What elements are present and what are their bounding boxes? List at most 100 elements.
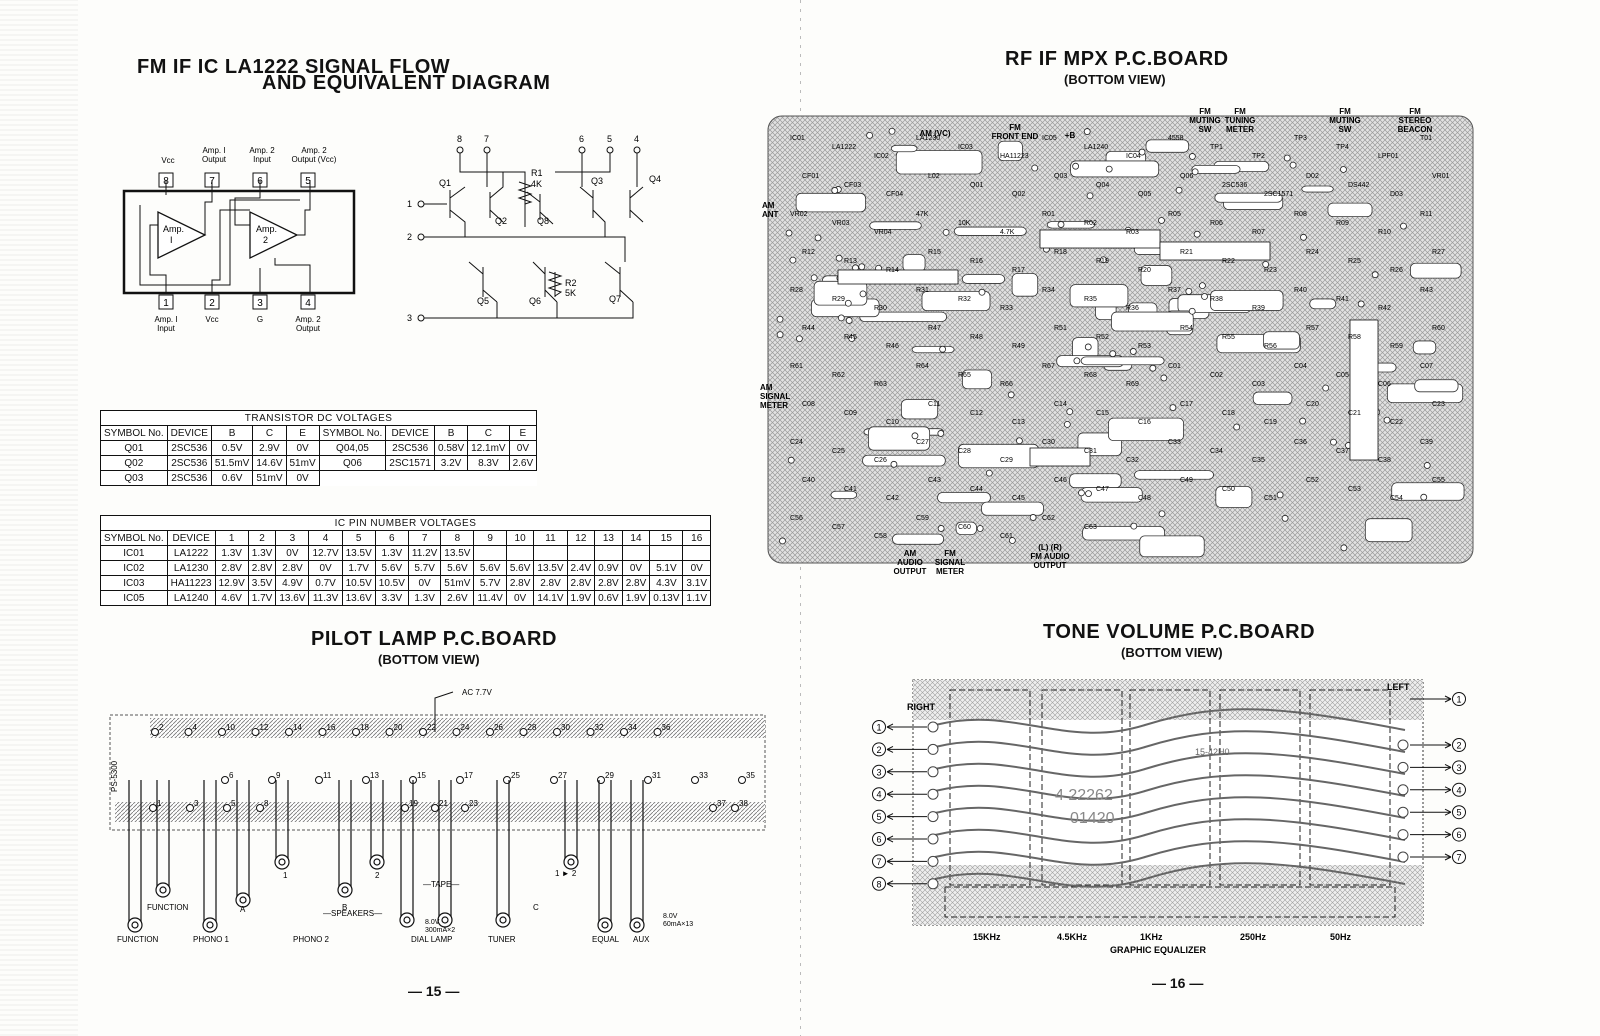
pilot-terminal-number: 4 <box>193 723 198 732</box>
pilot-terminal-number: 36 <box>662 723 671 732</box>
rf-part-label: R10 <box>1378 229 1391 236</box>
pilot-terminal-number: 22 <box>427 723 436 732</box>
rf-pad <box>1138 148 1146 156</box>
rf-part-label: CF04 <box>886 191 903 198</box>
transistor-table-caption: TRANSISTOR DC VOLTAGES <box>99 410 538 426</box>
pilot-label-tuner: TUNER <box>488 935 516 944</box>
pilot-label-phono-2: PHONO 2 <box>293 935 330 944</box>
rf-part-label: CF03 <box>844 182 861 189</box>
svg-text:4: 4 <box>634 134 639 144</box>
tone-pad <box>927 878 939 890</box>
rf-pad <box>1169 404 1177 411</box>
page-number-left: — 15 — <box>408 983 460 999</box>
rf-copper-island <box>1327 202 1373 218</box>
pilot-terminal <box>691 776 699 784</box>
tone-left-terminal-number: 7 <box>876 857 881 867</box>
ic-bottom-pin-number: 3 <box>257 298 263 309</box>
scan-margin <box>0 0 78 1036</box>
rf-copper-island <box>961 274 1006 284</box>
tone-right-terminal-number: 2 <box>1456 741 1461 751</box>
rf-part-label: R33 <box>1000 305 1013 312</box>
pilot-lamp-filament <box>499 916 507 924</box>
pilot-terminal <box>620 728 628 736</box>
pilot-label-arrow: 1 ► 2 <box>555 869 577 878</box>
rf-part-label: R42 <box>1378 305 1391 312</box>
rf-pad <box>1233 423 1241 431</box>
pilot-lamp-wire <box>338 780 352 890</box>
rf-pad <box>1086 192 1094 200</box>
rf-pad <box>1262 260 1270 268</box>
rf-part-label: 47K <box>916 211 929 218</box>
svg-text:6: 6 <box>579 134 584 144</box>
ic-bottom-pin-box <box>158 294 174 310</box>
pilot-lamp-wire <box>236 780 250 900</box>
tone-trace <box>934 862 1406 888</box>
rf-pad <box>795 335 803 343</box>
pilot-terminal-number: 35 <box>746 771 755 780</box>
ic-bottom-pin-label: Vcc <box>205 315 218 324</box>
pilot-terminal-number: 15 <box>417 771 426 780</box>
rf-part-label: C26 <box>874 457 887 464</box>
pilot-label-phono-1: PHONO 1 <box>193 935 230 944</box>
pilot-label-one: 1 <box>283 871 288 880</box>
pilot-label-equal: EQUAL <box>592 935 620 944</box>
tone-trace <box>934 708 1406 734</box>
rf-pad <box>1105 165 1113 173</box>
rf-copper-island <box>1140 265 1173 286</box>
pilot-terminal <box>315 776 323 784</box>
rf-copper-island <box>981 501 1044 516</box>
rf-part-label: LA1230 <box>916 135 940 142</box>
rf-part-label: C43 <box>928 477 941 484</box>
tone-right-arrow <box>1410 808 1452 816</box>
pilot-terminal <box>586 728 595 736</box>
rf-pad <box>1175 186 1183 194</box>
rf-part-label: C38 <box>1378 457 1391 464</box>
pilot-label-speakers: —SPEAKERS— <box>323 909 382 918</box>
amp1-label-b: I <box>170 235 173 245</box>
ic-top-pin-box <box>300 172 316 188</box>
rf-pad <box>844 299 852 307</box>
rf-pad <box>837 314 845 322</box>
tone-band-section <box>1309 689 1391 886</box>
rf-part-label: R61 <box>790 363 803 370</box>
rf-part-label: C05 <box>1336 372 1349 379</box>
tone-pad <box>927 811 939 823</box>
pilot-lamp-filament <box>601 921 609 929</box>
rf-pad <box>1084 343 1092 351</box>
transistor-dc-voltage-table: TRANSISTOR DC VOLTAGES SYMBOL No.DEVICE … <box>99 410 538 486</box>
rf-copper-island <box>911 345 955 354</box>
rf-part-label: IC03 <box>958 144 973 151</box>
rf-part-label: C08 <box>802 401 815 408</box>
pilot-lamp <box>437 912 453 928</box>
rf-part-label: C44 <box>970 486 983 493</box>
pilot-lamp <box>629 917 645 933</box>
pilot-terminal <box>385 728 394 736</box>
rf-part-label: R52 <box>1096 334 1109 341</box>
rf-part-label: C11 <box>928 401 940 408</box>
tone-trace <box>934 818 1406 844</box>
rf-part-label: VR03 <box>832 220 850 227</box>
rf-pad <box>1322 384 1330 392</box>
rf-part-label: C49 <box>1180 477 1193 484</box>
pilot-terminal <box>419 728 427 736</box>
rf-part-label: C17 <box>1180 401 1193 408</box>
tone-right-terminal <box>1452 782 1466 797</box>
pilot-lamp-subtitle: (BOTTOM VIEW) <box>378 652 480 667</box>
rf-pad <box>1100 256 1107 264</box>
rf-pad <box>1031 164 1039 172</box>
ic-bottom-pin-box <box>252 294 268 310</box>
pilot-lamp-filament <box>131 921 139 929</box>
pilot-lamp-filament <box>403 916 411 924</box>
rf-part-label: R28 <box>790 287 803 294</box>
svg-text:3: 3 <box>407 313 412 323</box>
tone-left-terminal <box>872 787 886 802</box>
rf-part-label: TP2 <box>1252 153 1265 160</box>
pilot-terminal-number: 33 <box>699 771 708 780</box>
tone-volume-title: TONE VOLUME P.C.BOARD <box>1043 621 1316 643</box>
rf-part-label: 2SC1571 <box>1264 191 1293 198</box>
rf-pad <box>779 537 786 545</box>
rf-ic-outline <box>837 269 959 285</box>
